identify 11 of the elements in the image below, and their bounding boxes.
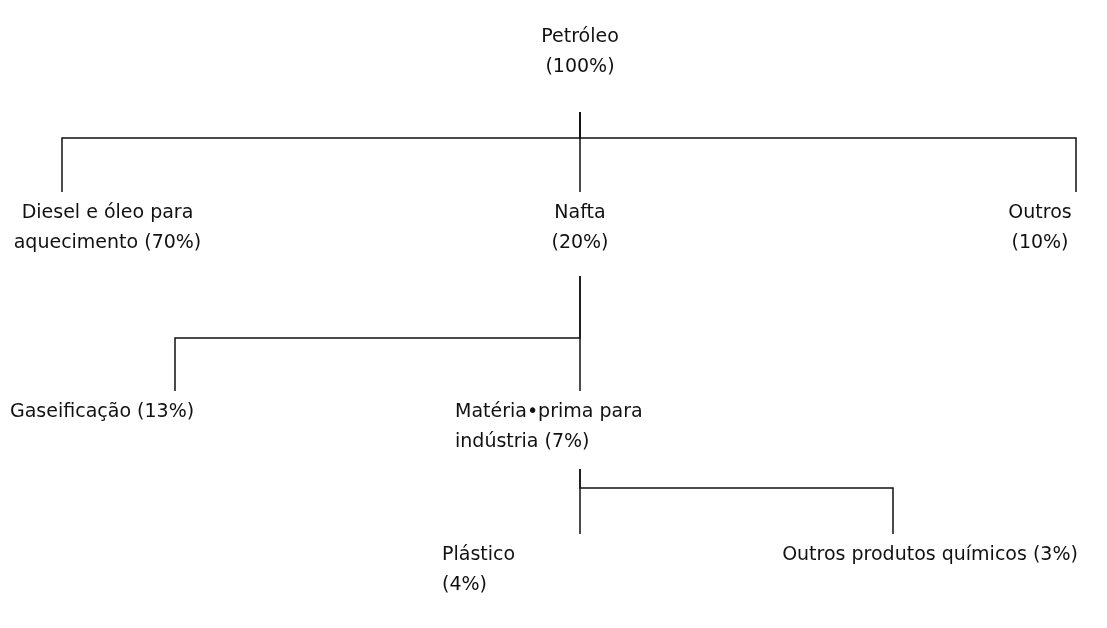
node-label: Diesel e óleo para aquecimento (70%) <box>12 199 203 254</box>
node-label: Matéria•prima para indústria (7%) <box>455 398 644 453</box>
node-label: Outros (10%) <box>1007 199 1073 254</box>
node-label: Outros produtos químicos (3%) <box>781 541 1079 566</box>
node-label: Gaseificação (13%) <box>10 398 196 423</box>
node-label: Plástico (4%) <box>442 541 517 596</box>
connector-line <box>579 111 1077 193</box>
node-label: Nafta (20%) <box>550 199 610 254</box>
connector-line <box>579 468 894 535</box>
connector-line <box>579 275 581 392</box>
node-label: Petróleo (100%) <box>540 23 620 78</box>
